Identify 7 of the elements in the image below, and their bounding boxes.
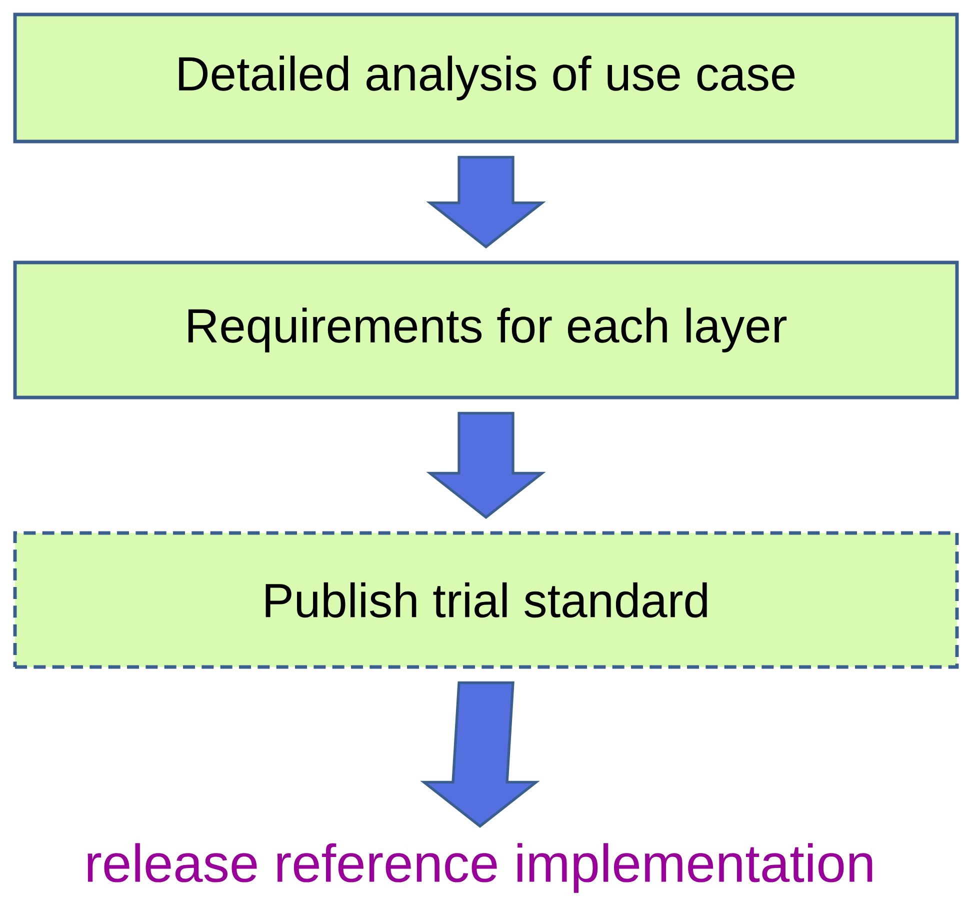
process-box: Publish trial standard: [13, 531, 959, 669]
block-arrow: [426, 156, 546, 248]
result-text: release reference implementation: [88, 843, 872, 893]
block-arrow: [420, 681, 540, 828]
process-box: Requirements for each layer: [13, 260, 959, 400]
block-arrow: [426, 412, 546, 519]
process-box: Detailed analysis of use case: [13, 12, 959, 144]
